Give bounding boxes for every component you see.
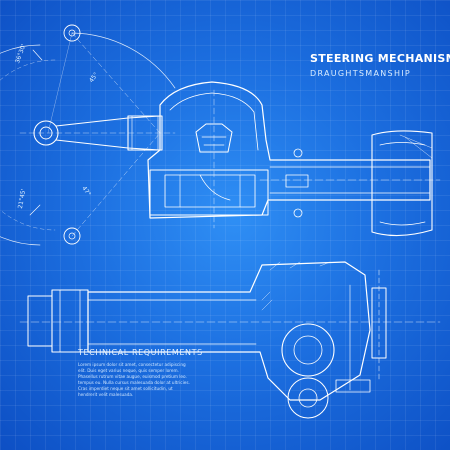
requirement-line: Phasellus rutrum vitae augue, euismod pr… <box>78 374 187 379</box>
requirement-line: hendrerit velit malesuada. <box>78 392 134 397</box>
input-shaft-bell <box>371 130 433 237</box>
drawing-subtitle: DRAUGHTSMANSHIP <box>310 69 412 78</box>
technical-requirements-heading: TECHNICAL REQUIREMENTS <box>78 348 203 357</box>
drawing-title: STEERING MECHANISM <box>310 52 450 65</box>
lower-gearbox-housing <box>19 261 441 419</box>
swing-arc-construction <box>0 24 176 246</box>
requirement-line: Cras imperdiet neque sit amet sollicitud… <box>78 386 173 391</box>
upper-gearbox-housing <box>147 81 441 229</box>
requirement-line: Lorem ipsum dolor sit amet, consectetur … <box>78 362 186 367</box>
requirement-line: tempus eu. Nulla cursus malesuada dolor … <box>78 380 190 385</box>
requirement-line: elit. Duis eget varius neque, quis sempe… <box>78 368 179 373</box>
technical-requirements-text: Lorem ipsum dolor sit amet, consectetur … <box>78 362 213 398</box>
